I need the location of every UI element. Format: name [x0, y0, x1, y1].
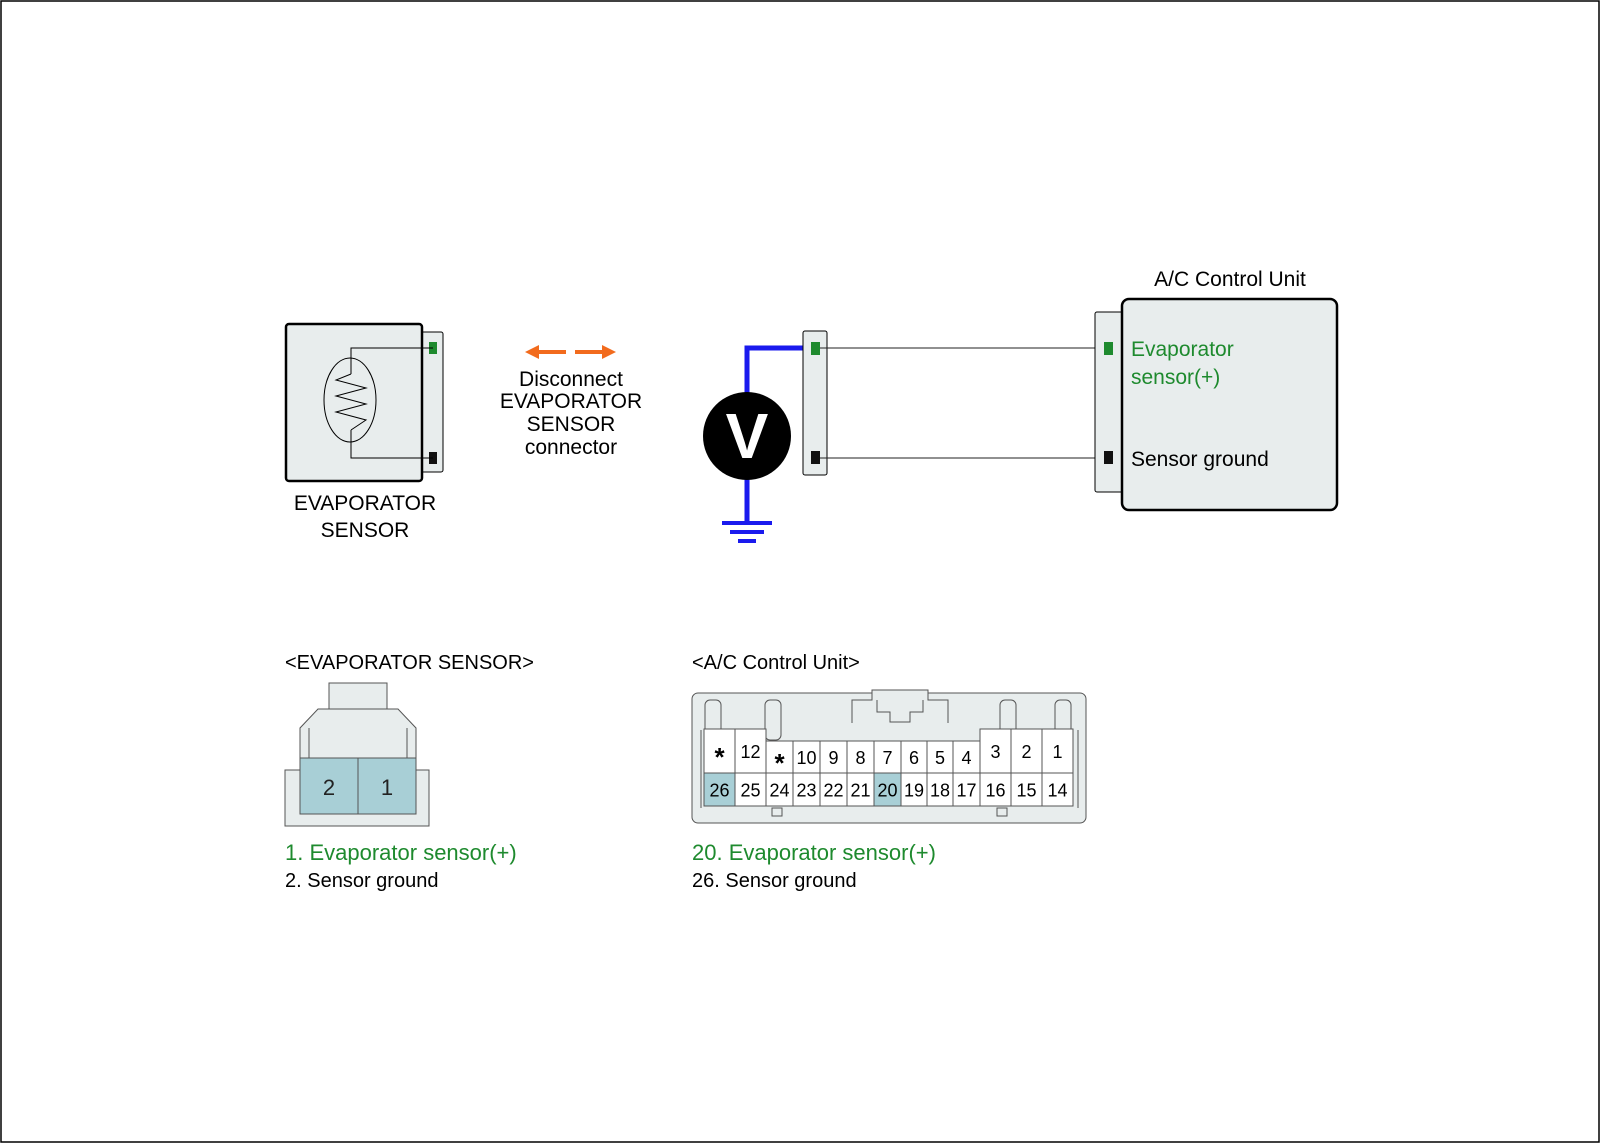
unit-connector-pin-label: 20 [877, 781, 897, 801]
unit-connector-pin-label: 19 [904, 781, 924, 801]
unit-connector-pin-label: 12 [740, 742, 760, 762]
disconnect-note-line4: connector [525, 436, 617, 459]
control-unit-label-ground: Sensor ground [1131, 448, 1269, 471]
disconnect-note-line3: SENSOR [527, 413, 616, 436]
unit-connector-cavity [900, 772, 928, 807]
unit-connector-cavity [734, 772, 767, 807]
ground-icon [722, 521, 772, 543]
voltmeter: V [703, 345, 814, 543]
unit-connector-pin-label: 25 [740, 781, 760, 801]
meter-symbol: V [726, 400, 769, 472]
ac-control-unit: A/C Control Unit Evaporator sensor(+) Se… [1094, 268, 1339, 512]
unit-connector-pin-label: 9 [828, 748, 838, 768]
control-unit-body [1120, 297, 1339, 512]
unit-connector-pin-label: 17 [956, 781, 976, 801]
unit-connector-cavity [1041, 728, 1074, 774]
disconnect-note-line2: EVAPORATOR [500, 390, 642, 413]
unit-connector-pin-label: 23 [796, 781, 816, 801]
unit-connector-pin-label: 24 [769, 781, 789, 801]
unit-connector-cavity [873, 740, 902, 774]
thermistor-icon [323, 347, 433, 459]
harness-pin-ground [811, 451, 820, 464]
disconnect-note-line1: Disconnect [519, 368, 623, 391]
sensor-connector-heading: <EVAPORATOR SENSOR> [285, 652, 534, 674]
unit-connector-cavity [873, 772, 902, 807]
sensor-connector-cavity-1 [357, 757, 417, 815]
harness-pin-signal [811, 342, 820, 355]
unit-connector-pin-label: 26 [709, 781, 729, 801]
unit-connector-pin-label: 1 [1052, 742, 1062, 762]
control-unit-pin-signal [1104, 342, 1113, 355]
unit-connector-pin-label: 3 [990, 742, 1000, 762]
disconnect-arrows-icon [525, 345, 616, 359]
unit-connector-cavity [703, 772, 736, 807]
sensor-connector-legend-2: 2. Sensor ground [285, 870, 438, 892]
control-unit-connector [1094, 311, 1124, 493]
unit-connector-cavity [765, 740, 794, 774]
evaporator-sensor: EVAPORATOR SENSOR [284, 322, 444, 542]
unit-connector-cavity [979, 728, 1012, 774]
unit-connector-pin-label: 15 [1016, 781, 1036, 801]
unit-connector-pin-label: 14 [1047, 781, 1067, 801]
sensor-connector-legend-1: 1. Evaporator sensor(+) [285, 840, 517, 865]
unit-connector-legend-26: 26. Sensor ground [692, 870, 857, 892]
control-unit-pin-ground [1104, 451, 1113, 464]
sensor-connector-latch [328, 682, 388, 710]
unit-connector-pin-label: 21 [850, 781, 870, 801]
harness-connector [802, 330, 828, 476]
sensor-name-line1: EVAPORATOR [294, 492, 436, 515]
unit-connector-cavity [926, 772, 954, 807]
unit-connector-cavity [846, 740, 875, 774]
unit-connector-cavity [765, 772, 794, 807]
sensor-connector-cavity-2 [299, 757, 359, 815]
unit-connector-pin-label: 8 [855, 748, 865, 768]
unit-connector-cavity [952, 772, 981, 807]
unit-connector-pin-label: 18 [930, 781, 950, 801]
sensor-connector-pin-label: 2 [323, 775, 335, 800]
sensor-name-line2: SENSOR [321, 519, 410, 542]
unit-connector-cavity [846, 772, 875, 807]
sensor-body [284, 322, 424, 483]
control-unit-title: A/C Control Unit [1154, 268, 1306, 291]
meter-body [703, 392, 791, 480]
control-unit-label-signal-line2: sensor(+) [1131, 366, 1220, 389]
unit-connector-pin-label: 7 [882, 748, 892, 768]
unit-connector-cavity [952, 740, 981, 774]
unit-connector-heading: <A/C Control Unit> [692, 652, 860, 674]
sensor-connector-shell [299, 708, 417, 761]
unit-connector-pin-label: 4 [961, 748, 971, 768]
unit-connector-cavity [819, 772, 848, 807]
control-unit-label-signal-line1: Evaporator [1131, 338, 1234, 361]
unit-connector-pin-label: 16 [985, 781, 1005, 801]
unit-connector-cavity [1010, 772, 1043, 807]
unit-connector-pin-label: 2 [1021, 742, 1031, 762]
unit-connector-pin-label: 6 [909, 748, 919, 768]
unit-connector-cavity [900, 740, 928, 774]
unit-connector-cavity [792, 740, 821, 774]
unit-connector-legend-20: 20. Evaporator sensor(+) [692, 840, 936, 865]
unit-connector-cavity [703, 728, 736, 774]
unit-connector-cavity [1041, 772, 1074, 807]
unit-connector-pin-label: 22 [823, 781, 843, 801]
unit-connector-blank-pin-label: * [714, 742, 725, 772]
unit-connector-pin-label: 10 [796, 748, 816, 768]
sensor-connector-face: <EVAPORATOR SENSOR> 2 1 1. Evaporator se… [284, 652, 534, 892]
unit-connector-blank-pin-label: * [774, 748, 785, 778]
unit-connector-pin-label: 5 [935, 748, 945, 768]
unit-connector-cavity [979, 772, 1012, 807]
sensor-connector-pin-label: 1 [381, 775, 393, 800]
